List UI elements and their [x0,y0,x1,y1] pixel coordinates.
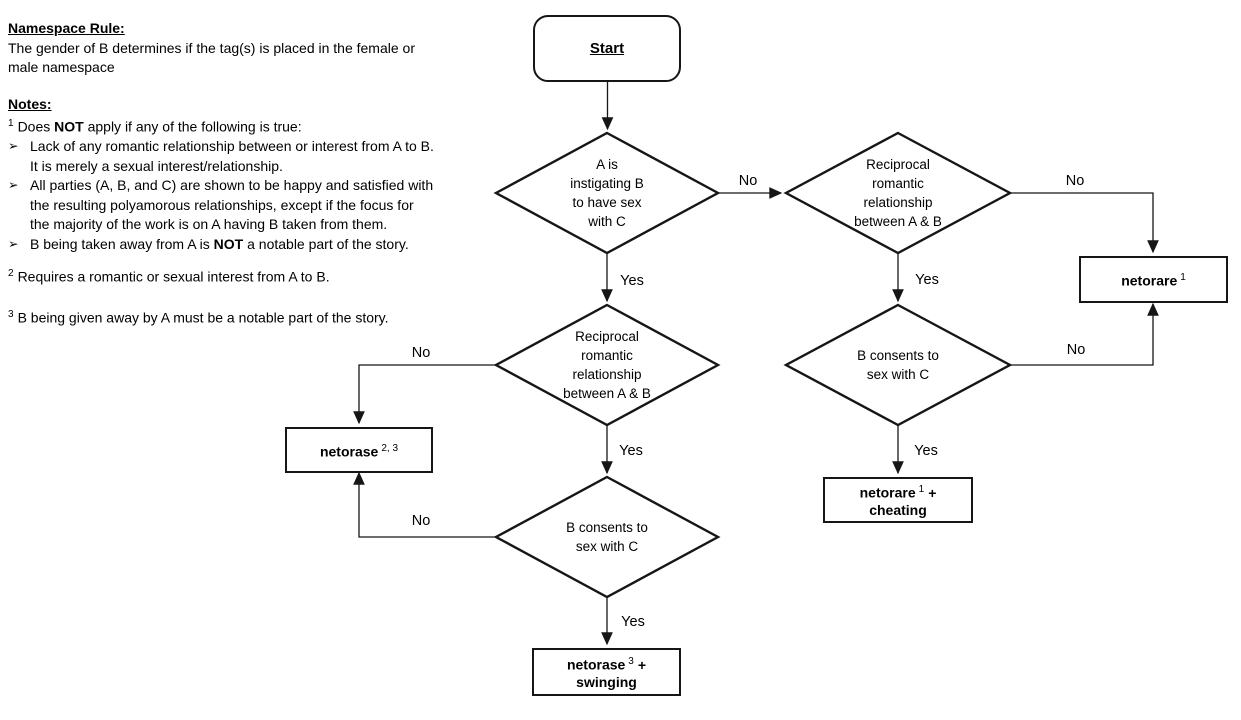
edge-label-yes-d3-d5: Yes [619,443,643,459]
bullet-arrow-icon: ➢ [8,178,19,193]
edge-label-no-d4-netorare: No [1066,342,1086,358]
bullet-item: ➢ All parties (A, B, and C) are shown to… [8,176,476,235]
outcome-netorase-swinging-line2: swinging [576,673,637,690]
notes-heading: Notes: [8,95,52,112]
edge-label-yes-d2-d4: Yes [915,272,939,288]
bullet-item: ➢ B being taken away from A is NOT a not… [8,235,476,255]
edge-label-no-d5-netorase: No [411,513,431,529]
start-node: Start [533,15,681,82]
outcome-netorare-cheating-line2: cheating [869,501,927,518]
bullet-text: All parties (A, B, and C) are shown to b… [30,177,434,233]
bullet-item: ➢ Lack of any romantic relationship betw… [8,137,476,176]
edge-label-yes-d4-cheating: Yes [914,443,938,459]
namespace-rule-text: The gender of B determines if the tag(s)… [8,39,415,76]
edge-consents-right-to-netorare [1010,302,1159,366]
edge-label-yes-d1-d3: Yes [620,273,644,289]
decision-consents-mid-label: B consents to sex with C [566,520,648,554]
bullet-arrow-icon: ➢ [8,236,19,251]
edge-label-yes-d5-swinging: Yes [621,614,645,630]
edge-label-no-d3-netorase: No [411,345,431,361]
edge-reciprocal-mid-to-netorase [353,364,496,425]
decision-instigating-label: A is instigating B to have sex with C [570,157,644,229]
notes-panel: Namespace Rule: The gender of B determin… [8,19,476,328]
decision-consents-right-label: B consents to sex with C [857,348,939,382]
bullet-arrow-icon: ➢ [8,139,19,154]
namespace-rule-heading: Namespace Rule: [8,20,125,36]
decision-reciprocal-mid-label: Reciprocal romantic relationship between… [563,329,651,401]
bullet-text: Lack of any romantic relationship betwee… [30,138,434,174]
decision-reciprocal-right-label: Reciprocal romantic relationship between… [854,157,942,229]
start-node-label: Start [589,40,625,57]
edge-reciprocal-right-to-netorare [1010,192,1159,254]
note-1-bullets: ➢ Lack of any romantic relationship betw… [8,137,476,254]
edge-label-no-d1-d2: No [738,173,758,189]
edge-label-no-d2-netorare: No [1065,173,1085,189]
edge-consents-mid-to-netorase [353,471,496,538]
bullet-text: B being taken away from A is NOT a notab… [30,235,409,252]
